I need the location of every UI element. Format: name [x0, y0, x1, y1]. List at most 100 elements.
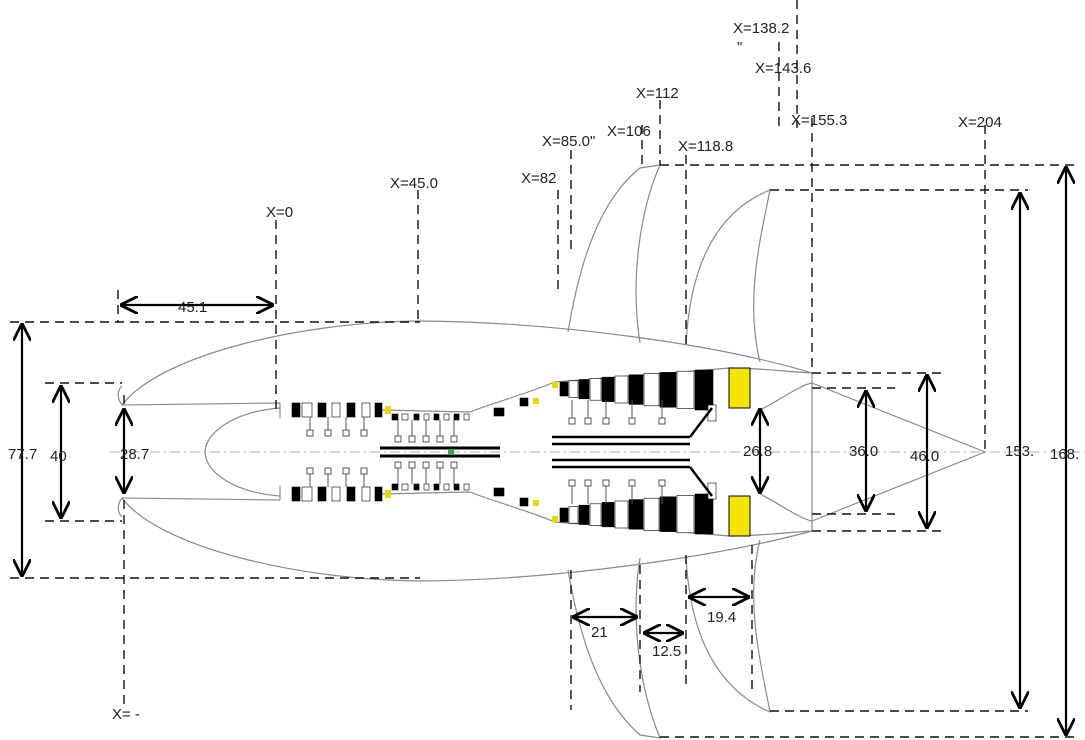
combustor: [385, 367, 751, 537]
blade-row: [291, 402, 301, 418]
blade-row: [589, 378, 602, 401]
blade-row: [659, 372, 677, 408]
stator-vane-root: [584, 479, 592, 487]
blade-row: [346, 402, 356, 418]
station-label-x204: X=204: [958, 114, 1002, 131]
blade-row: [614, 500, 629, 529]
stator-vane-root: [436, 461, 444, 469]
blade-row: [374, 402, 383, 418]
blade-row: [391, 483, 399, 491]
blade-row: [578, 504, 590, 525]
dim-pylon-chord-1: 21: [591, 624, 608, 641]
blade-row: [601, 502, 615, 528]
stator-vane-root: [360, 467, 368, 475]
stator-vane-root: [324, 467, 332, 475]
blade-row: [301, 402, 313, 418]
stator-vane-root: [408, 461, 416, 469]
lower-pylon-front: [567, 557, 661, 739]
blade-row: [401, 413, 409, 421]
stator-vane-root: [394, 435, 402, 443]
blade-row: [331, 402, 341, 418]
dim-pylon-height-inner: 153.: [1005, 443, 1034, 460]
blade-row: [578, 379, 590, 400]
station-label-x0: X=0: [266, 204, 293, 221]
blade-row: [331, 486, 341, 502]
blade-row: [413, 413, 420, 421]
blade-row: [676, 370, 695, 409]
stator-vane-root: [408, 435, 416, 443]
inlet-spinner: [204, 403, 281, 500]
dim-inlet-length: 45.1: [178, 299, 207, 316]
dim-pylon-height-outer: 168.: [1050, 446, 1079, 463]
lower-pylon-rear: [685, 539, 771, 714]
blade-row: [694, 493, 714, 535]
reference-lines: [10, 0, 1078, 738]
dim-nacelle-max-dia: 77.7: [8, 446, 37, 463]
blade-row: [361, 486, 371, 502]
blade-row: [374, 486, 383, 502]
station-labels: X= - X=0 X=45.0 X=82 X=85.0" X=106 X=112…: [112, 20, 1002, 723]
blade-row: [423, 483, 430, 491]
station-label-x82: X=82: [521, 170, 556, 187]
stator-vane-root: [628, 479, 636, 487]
station-label-x-neg: X= -: [112, 706, 140, 723]
stator-vane-root: [658, 479, 666, 487]
stator-vane-root: [324, 429, 332, 437]
stator-vane-root: [602, 417, 610, 425]
blade-row: [628, 499, 644, 530]
station-label-x85: X=85.0": [542, 133, 595, 150]
stator-vane-root: [628, 417, 636, 425]
blade-row: [463, 483, 470, 491]
stator-vane-root: [306, 429, 314, 437]
blade-row: [453, 413, 460, 421]
stator-vane-root: [342, 429, 350, 437]
blade-row: [559, 381, 569, 397]
dim-pylon-gap: 12.5: [652, 643, 681, 660]
station-label-x155: X=155.3: [791, 112, 847, 129]
blade-row: [559, 507, 569, 523]
blade-row: [301, 486, 313, 502]
blade-row: [519, 497, 529, 507]
dim-nozzle-exit-b: 46.0: [910, 448, 939, 465]
blade-row: [568, 506, 579, 524]
stator-vane-root: [422, 435, 430, 443]
blade-row: [346, 486, 356, 502]
blade-row: [463, 413, 470, 421]
blade-row: [433, 483, 440, 491]
dim-nozzle-exit-a: 36.0: [849, 443, 878, 460]
blade-row: [568, 380, 579, 398]
blade-row: [493, 487, 505, 497]
dimension-arrows: [22, 168, 1066, 734]
stator-vane-root: [584, 417, 592, 425]
nacelle-outline: [117, 320, 813, 582]
stator-vane-root: [306, 467, 314, 475]
blade-row: [361, 402, 371, 418]
blade-row: [443, 483, 450, 491]
stator-vane-root: [568, 479, 576, 487]
stator-vane-root: [436, 435, 444, 443]
blade-row: [413, 483, 420, 491]
blade-row: [519, 397, 529, 407]
blade-row: [433, 413, 440, 421]
station-label-x118: X=118.8: [678, 138, 733, 155]
blade-row: [659, 496, 677, 532]
blade-row: [453, 483, 460, 491]
stator-vane-root: [568, 417, 576, 425]
stator-vane-root: [450, 435, 458, 443]
dim-throat-dia: 28.7: [120, 446, 149, 463]
upper-pylon-front: [567, 164, 661, 344]
stator-vane-root: [450, 461, 458, 469]
blade-row: [443, 413, 450, 421]
dim-highlight-dia: 40: [50, 448, 67, 465]
blade-row: [589, 503, 602, 526]
stator-vane-root: [360, 429, 368, 437]
engine-shafts: [380, 407, 713, 497]
stator-vane-root: [602, 479, 610, 487]
blade-row: [614, 375, 629, 404]
blade-row: [643, 497, 660, 531]
blade-row: [291, 486, 301, 502]
stator-vane-root: [394, 461, 402, 469]
station-label-x112: X=112: [636, 85, 679, 102]
station-label-x45: X=45.0: [390, 175, 438, 192]
